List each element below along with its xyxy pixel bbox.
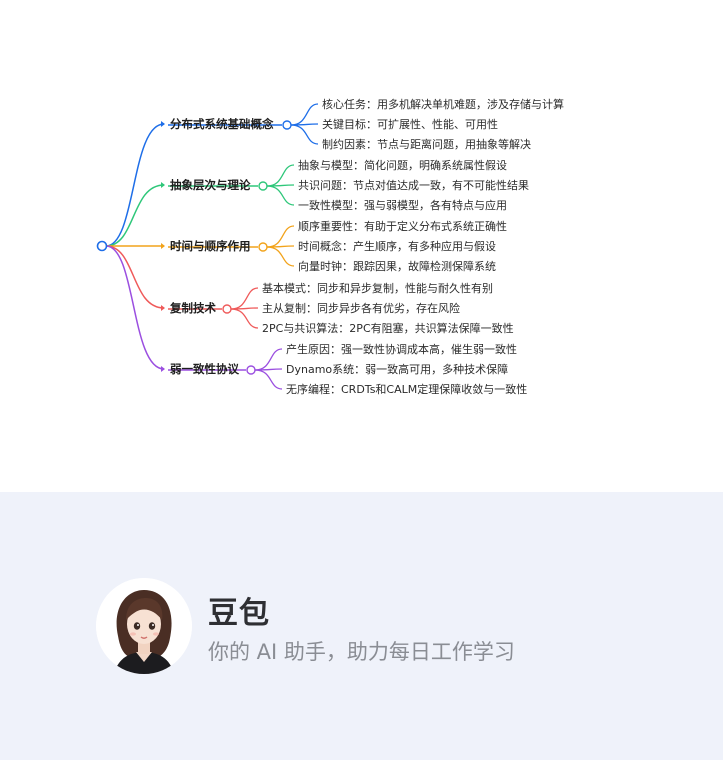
branch-connector — [105, 123, 165, 247]
leaf-label[interactable]: 无序编程：CRDTs和CALM定理保障收敛与一致性 — [286, 382, 527, 396]
brand-tagline: 你的 AI 助手，助力每日工作学习 — [208, 640, 515, 664]
leaf-label[interactable]: 核心任务：用多机解决单机难题，涉及存储与计算 — [322, 97, 564, 111]
leaf-label[interactable]: 主从复制：同步异步各有优劣，存在风险 — [262, 301, 460, 315]
branch-collapse-node[interactable] — [258, 242, 268, 252]
branch-label[interactable]: 抽象层次与理论 — [170, 178, 251, 192]
branch-label[interactable]: 时间与顺序作用 — [170, 239, 251, 253]
leaf-label[interactable]: 向量时钟：跟踪因果，故障检测保障系统 — [298, 259, 496, 273]
branch-label[interactable]: 复制技术 — [169, 301, 216, 315]
leaf-connector — [266, 185, 295, 206]
leaf-connector — [230, 287, 259, 310]
branch-collapse-node[interactable] — [282, 120, 292, 130]
leaf-label[interactable]: 时间概念：产生顺序，有多种应用与假设 — [298, 239, 496, 253]
leaf-label[interactable]: 2PC与共识算法：2PC有阻塞，共识算法保障一致性 — [262, 321, 514, 335]
leaf-connector — [290, 124, 319, 145]
mindmap: 分布式系统基础概念 核心任务：用多机解决单机难题，涉及存储与计算关键目标：可扩展性… — [96, 97, 564, 396]
leaf-label[interactable]: 顺序重要性：有助于定义分布式系统正确性 — [298, 219, 507, 233]
leaf-connector — [230, 308, 259, 329]
branch-arrow — [161, 305, 165, 311]
leaf-connector — [266, 164, 295, 187]
branch-collapse-node[interactable] — [258, 181, 268, 191]
footer-banner: 豆包 你的 AI 助手，助力每日工作学习 — [0, 492, 723, 760]
leaf-label[interactable]: 一致性模型：强与弱模型，各有特点与应用 — [298, 198, 507, 212]
branch-label[interactable]: 弱一致性协议 — [170, 362, 239, 376]
leaf-connector — [254, 369, 283, 390]
leaf-label[interactable]: 抽象与模型：简化问题，明确系统属性假设 — [298, 158, 507, 172]
branch-connector — [105, 245, 165, 309]
branch-label[interactable]: 分布式系统基础概念 — [170, 117, 274, 131]
leaf-label[interactable]: Dynamo系统：弱一致高可用，多种技术保障 — [286, 362, 508, 376]
leaf-connector — [266, 225, 295, 248]
leaf-label[interactable]: 产生原因：强一致性协调成本高，催生弱一致性 — [286, 342, 517, 356]
mindmap-branches: 分布式系统基础概念 核心任务：用多机解决单机难题，涉及存储与计算关键目标：可扩展性… — [169, 97, 564, 396]
avatar — [96, 578, 192, 674]
leaf-label[interactable]: 关键目标：可扩展性、性能、可用性 — [322, 117, 498, 131]
leaf-connector — [290, 103, 319, 126]
branch-arrow — [161, 366, 165, 372]
leaf-label[interactable]: 共识问题：节点对值达成一致，有不可能性结果 — [298, 178, 529, 192]
branch-connector — [105, 245, 165, 370]
branch-collapse-node[interactable] — [222, 304, 232, 314]
leaf-connector — [266, 246, 295, 267]
avatar-illustration — [96, 578, 192, 674]
leaf-connector — [254, 348, 283, 371]
branch-collapse-node[interactable] — [246, 365, 256, 375]
branch-arrow — [161, 121, 165, 127]
brand-name: 豆包 — [208, 596, 270, 631]
mindmap-edges — [105, 103, 319, 390]
leaf-label[interactable]: 制约因素：节点与距离问题，用抽象等解决 — [322, 137, 531, 151]
branch-arrow — [161, 243, 165, 249]
branch-arrow — [161, 182, 165, 188]
root-node[interactable] — [96, 240, 108, 252]
leaf-label[interactable]: 基本模式：同步和异步复制，性能与耐久性有别 — [262, 281, 493, 295]
branch-connector — [105, 184, 165, 247]
